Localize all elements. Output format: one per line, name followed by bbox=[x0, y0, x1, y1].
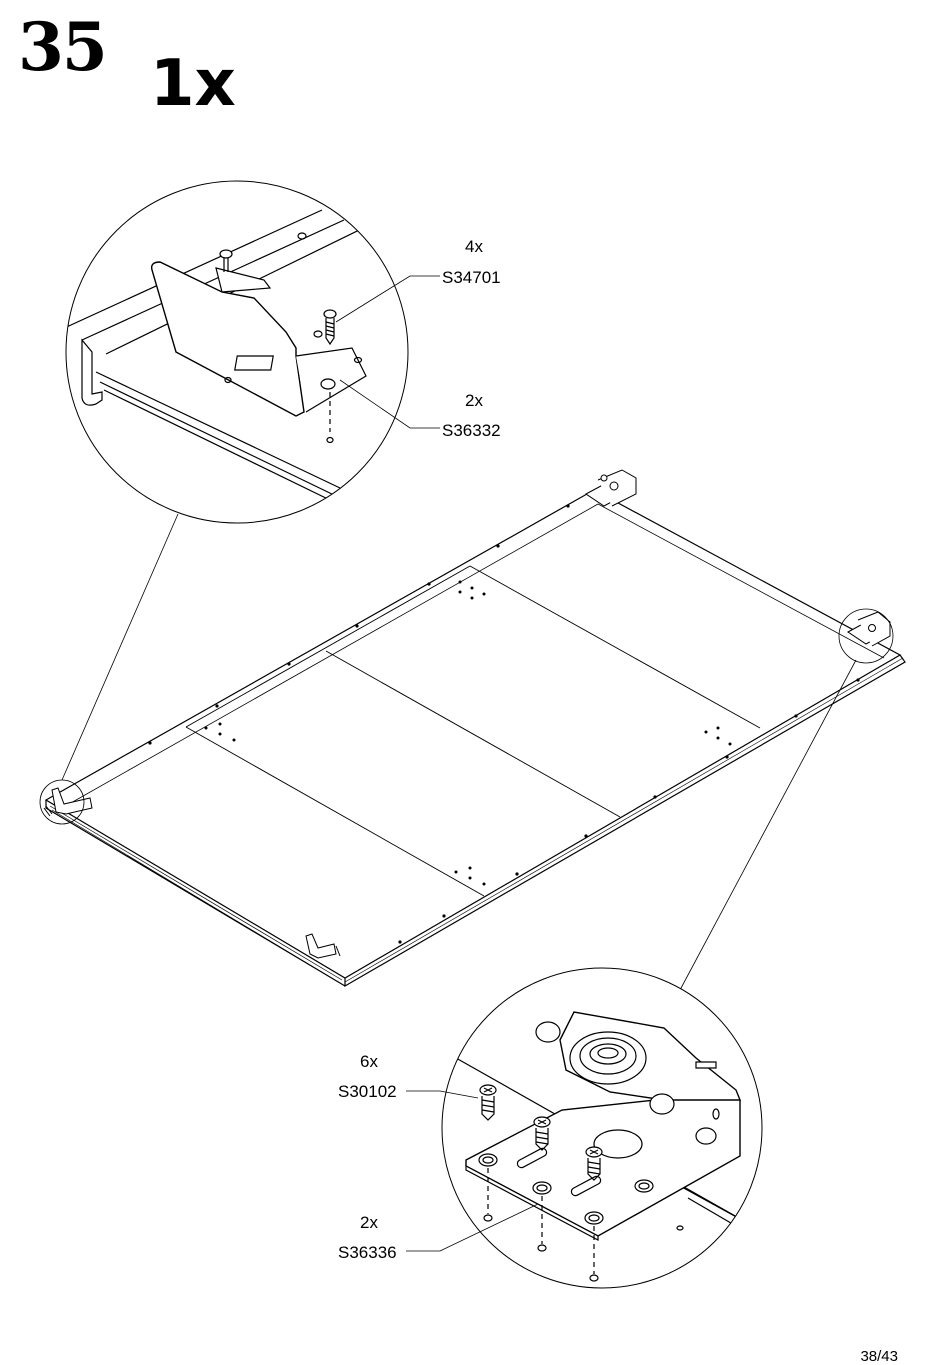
callout-qty-screw-bottom: 6x bbox=[360, 1052, 378, 1071]
bracket-left bbox=[44, 788, 92, 816]
callout-part-plate: S36336 bbox=[338, 1243, 397, 1262]
corner-plate-back bbox=[586, 470, 636, 506]
corner-plate-right bbox=[848, 612, 890, 646]
page-number: 38/43 bbox=[860, 1348, 898, 1365]
bracket-front bbox=[306, 934, 340, 958]
door-panel bbox=[46, 490, 905, 986]
callout-part-screw-top: S34701 bbox=[442, 268, 501, 287]
callout-qty-bracket: 2x bbox=[465, 391, 483, 410]
detail-leader-top bbox=[62, 514, 178, 780]
callout-qty-plate: 2x bbox=[360, 1213, 378, 1232]
callout-part-screw-bottom: S30102 bbox=[338, 1082, 397, 1101]
detail-leader-bottom bbox=[680, 660, 856, 990]
callout-qty-screw-top: 4x bbox=[465, 237, 483, 256]
callout-part-bracket: S36332 bbox=[442, 421, 501, 440]
